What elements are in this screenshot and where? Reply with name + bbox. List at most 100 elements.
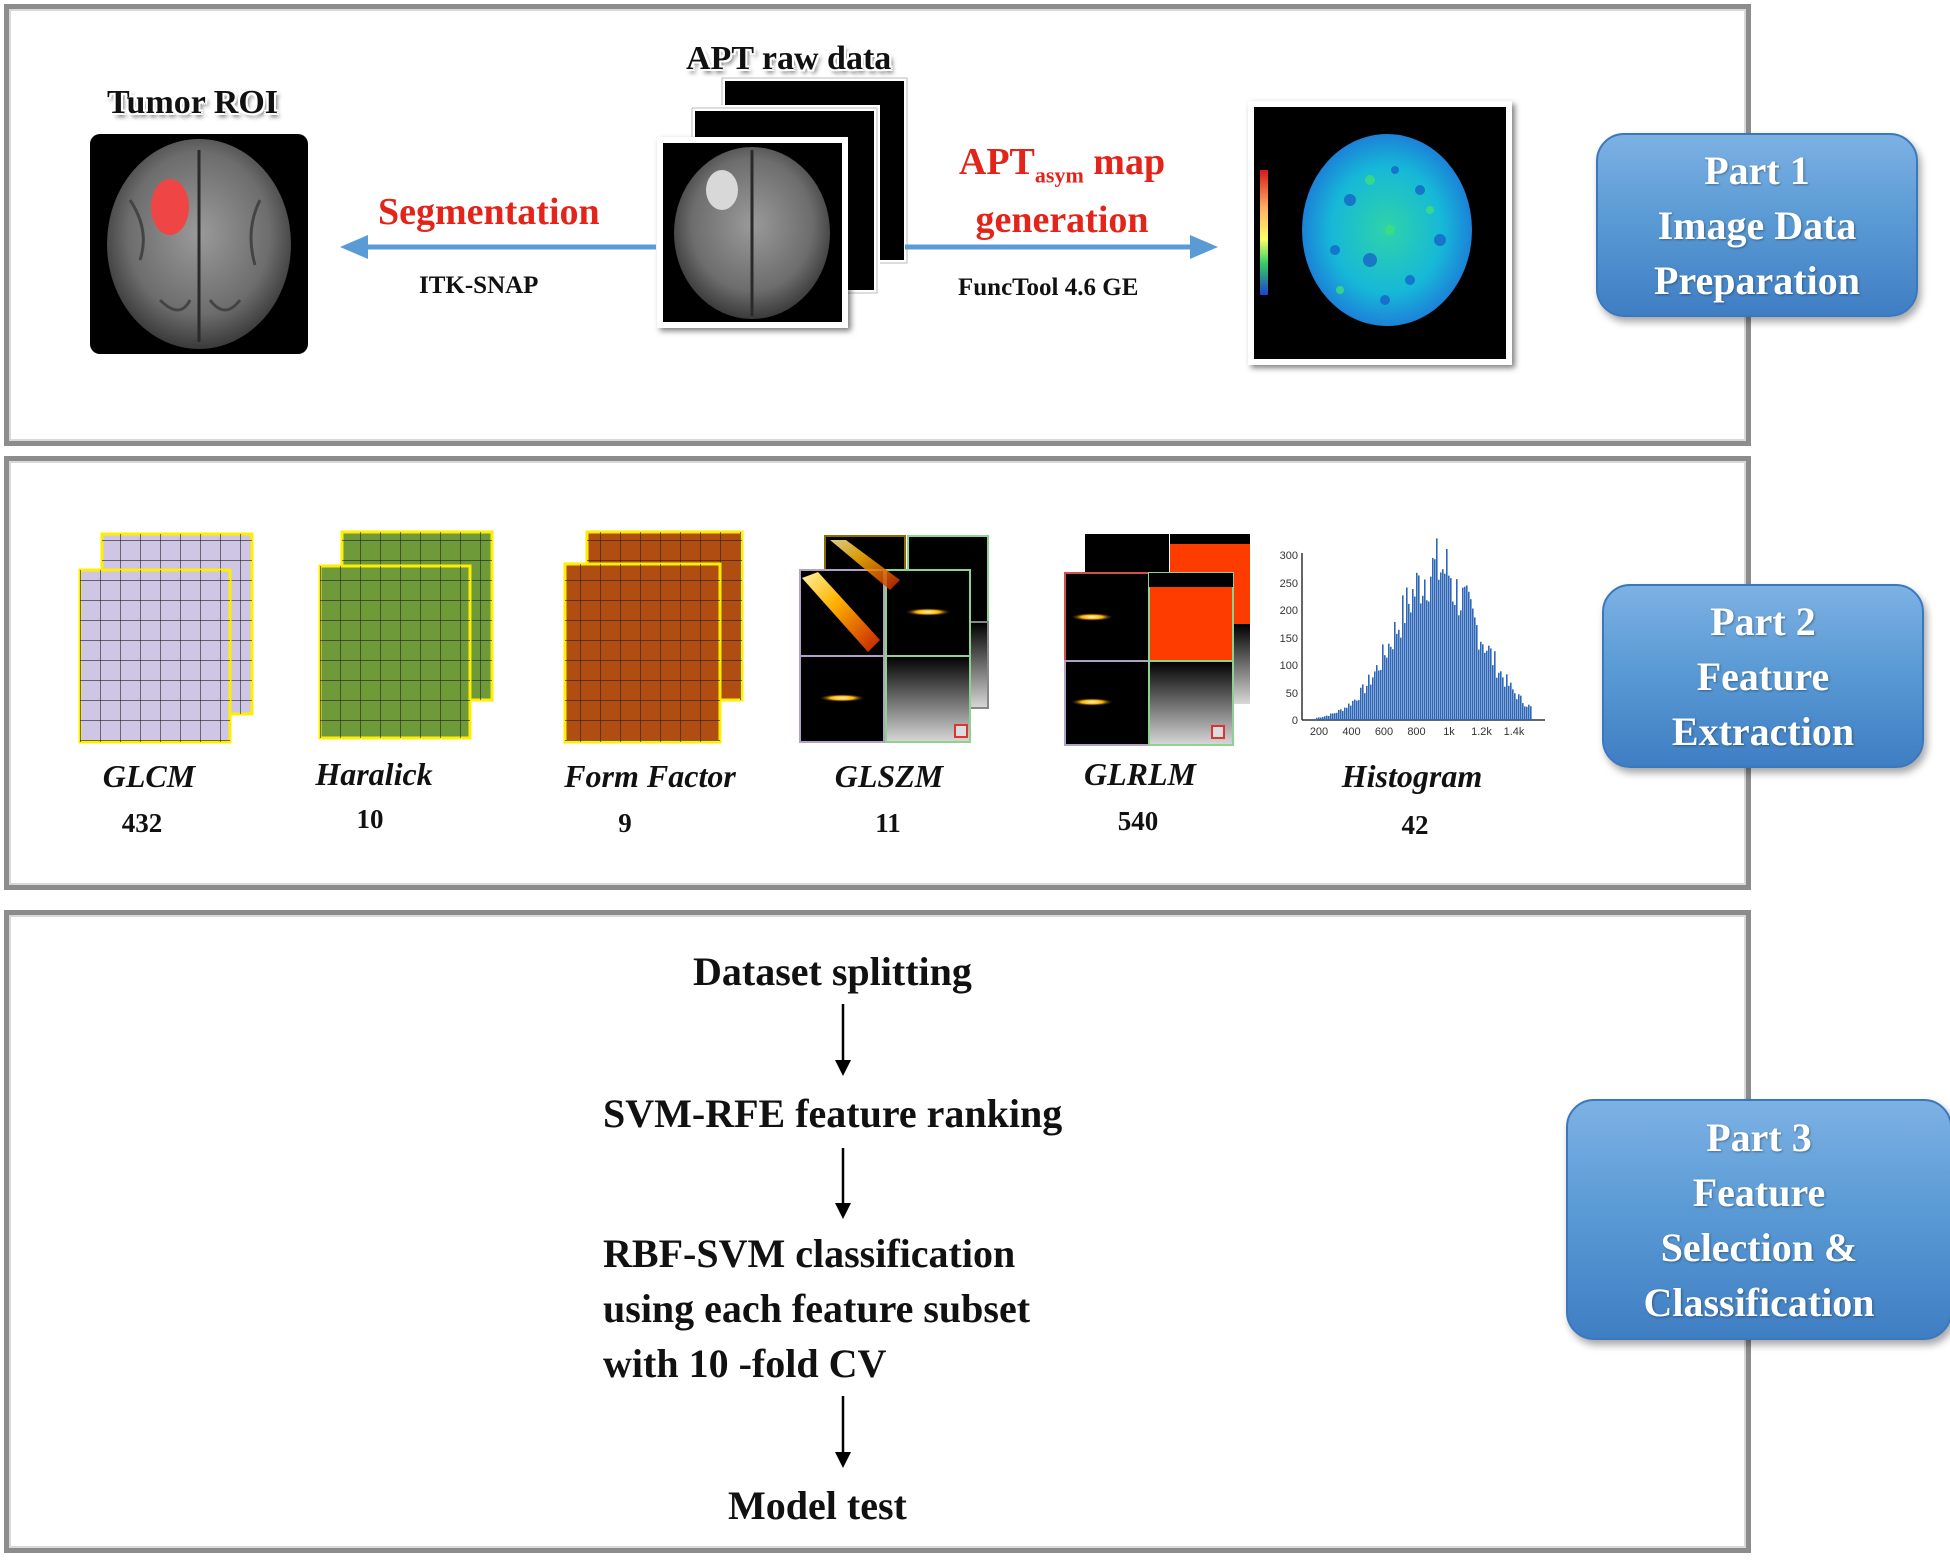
histogram-bar [1450, 578, 1452, 720]
histogram-bar [1500, 671, 1502, 720]
step-dataset-splitting: Dataset splitting [693, 949, 972, 994]
map-label-sub: asym [1034, 162, 1084, 188]
step-rbf-svm-line3: with 10 -fold CV [603, 1341, 887, 1386]
step-rbf-svm-line1: RBF-SVM classification [603, 1231, 1016, 1276]
feature-count-glcm: 432 [121, 808, 163, 838]
segmentation-label: Segmentation [378, 191, 600, 233]
histogram-bar [1374, 671, 1376, 720]
histogram-bar [1468, 591, 1470, 720]
map-tool-label: FuncTool 4.6 GE [958, 274, 1139, 301]
histogram-bar [1402, 595, 1404, 720]
histogram-bar [1380, 669, 1382, 720]
histogram-bar [1322, 717, 1324, 720]
histogram-bar [1364, 693, 1366, 720]
histogram-x-tick: 600 [1374, 726, 1394, 738]
histogram-bar [1510, 682, 1512, 720]
histogram-bar [1326, 715, 1328, 720]
histogram-bar [1520, 695, 1522, 720]
histogram-bar [1456, 579, 1458, 720]
feature-name-glrlm: GLRLM [1084, 756, 1196, 792]
histogram-bar [1386, 657, 1388, 720]
map-label-line2: generation [975, 198, 1149, 241]
part2-badge: Part 2 Feature Extraction [1602, 584, 1924, 768]
histogram-y-tick: 50 [1285, 687, 1298, 700]
feature-name-glcm: GLCM [102, 758, 196, 794]
histogram-y-tick: 200 [1279, 605, 1298, 617]
histogram-bar [1454, 604, 1456, 720]
histogram-y-tick: 300 [1279, 550, 1298, 562]
histogram-bar [1388, 643, 1390, 720]
histogram-bar [1336, 712, 1338, 720]
histogram-bar [1476, 625, 1478, 720]
map-generation-label: APTasym map generation [952, 140, 1172, 242]
histogram-bar [1330, 713, 1332, 720]
part1-badge-line: Preparation [1654, 257, 1860, 303]
part3-badge-line: Feature [1692, 1169, 1826, 1215]
part2-badge-line: Extraction [1671, 708, 1855, 754]
histogram-bar [1408, 603, 1410, 720]
histogram-bar [1368, 674, 1370, 720]
histogram-bar [1378, 670, 1380, 720]
histogram-bar [1362, 684, 1364, 720]
histogram-bar [1318, 717, 1320, 720]
histogram-bar [1400, 637, 1402, 720]
feature-count-haralick: 10 [356, 804, 384, 834]
histogram-bar [1448, 575, 1450, 720]
histogram-bar [1346, 707, 1348, 720]
histogram-x-tick: 200 [1309, 726, 1329, 738]
histogram-bar [1478, 649, 1480, 720]
histogram-bar [1376, 665, 1378, 720]
colorbar [1260, 170, 1268, 295]
histogram-bar [1490, 648, 1492, 720]
tumor-roi-title: Tumor ROI [107, 84, 278, 121]
histogram-bar [1530, 706, 1532, 720]
histogram-bar [1428, 601, 1430, 720]
part3-badge-line: Part 3 [1706, 1114, 1812, 1160]
flow-arrow-3 [835, 1396, 851, 1468]
histogram-bar [1482, 644, 1484, 720]
histogram-y-tick: 150 [1279, 632, 1298, 645]
feature-count-form-factor: 9 [618, 808, 632, 838]
histogram-bar [1516, 699, 1518, 720]
histogram-y-tick: 250 [1279, 577, 1298, 590]
histogram-bar [1432, 557, 1434, 720]
histogram-bar [1462, 587, 1464, 720]
histogram-bar [1426, 600, 1428, 720]
histogram-bar [1410, 612, 1412, 720]
histogram-bar [1416, 572, 1418, 720]
histogram-bar [1470, 599, 1472, 720]
feature-name-form-factor: Form Factor [564, 758, 736, 794]
histogram-bar [1392, 649, 1394, 720]
step-svm-rfe-ranking: SVM-RFE feature ranking [603, 1091, 1063, 1136]
histogram-bar [1452, 601, 1454, 720]
glszm-matrix-icon [799, 535, 989, 743]
histogram-bar [1354, 699, 1356, 720]
histogram-bar [1324, 716, 1326, 720]
histogram-bar [1366, 685, 1368, 720]
histogram-bar [1458, 615, 1460, 720]
feature-name-haralick: Haralick [315, 756, 433, 792]
histogram-bar [1472, 608, 1474, 720]
histogram-bar [1372, 677, 1374, 720]
histogram-bar [1338, 709, 1340, 720]
glrlm-matrix-icon [1064, 534, 1250, 746]
histogram-bar [1494, 651, 1496, 720]
histogram-bar [1412, 589, 1414, 720]
histogram-bar [1440, 572, 1442, 720]
histogram-bar [1498, 672, 1500, 720]
histogram-bar [1512, 689, 1514, 720]
histogram-bar [1522, 703, 1524, 720]
histogram-bar [1508, 685, 1510, 720]
feature-name-glszm: GLSZM [834, 758, 944, 794]
histogram-bar [1418, 575, 1420, 720]
map-label-main: APT [958, 141, 1035, 183]
histogram-bar [1460, 610, 1462, 720]
histogram-bar [1394, 621, 1396, 720]
part2-badge-line: Part 2 [1710, 598, 1816, 644]
histogram-bar [1436, 538, 1438, 720]
histogram-bar [1466, 585, 1468, 720]
histogram-bar [1434, 559, 1436, 720]
tumor-roi-image [90, 134, 308, 354]
histogram-y-tick: 100 [1279, 660, 1298, 672]
part2-badge-line: Feature [1696, 653, 1830, 699]
